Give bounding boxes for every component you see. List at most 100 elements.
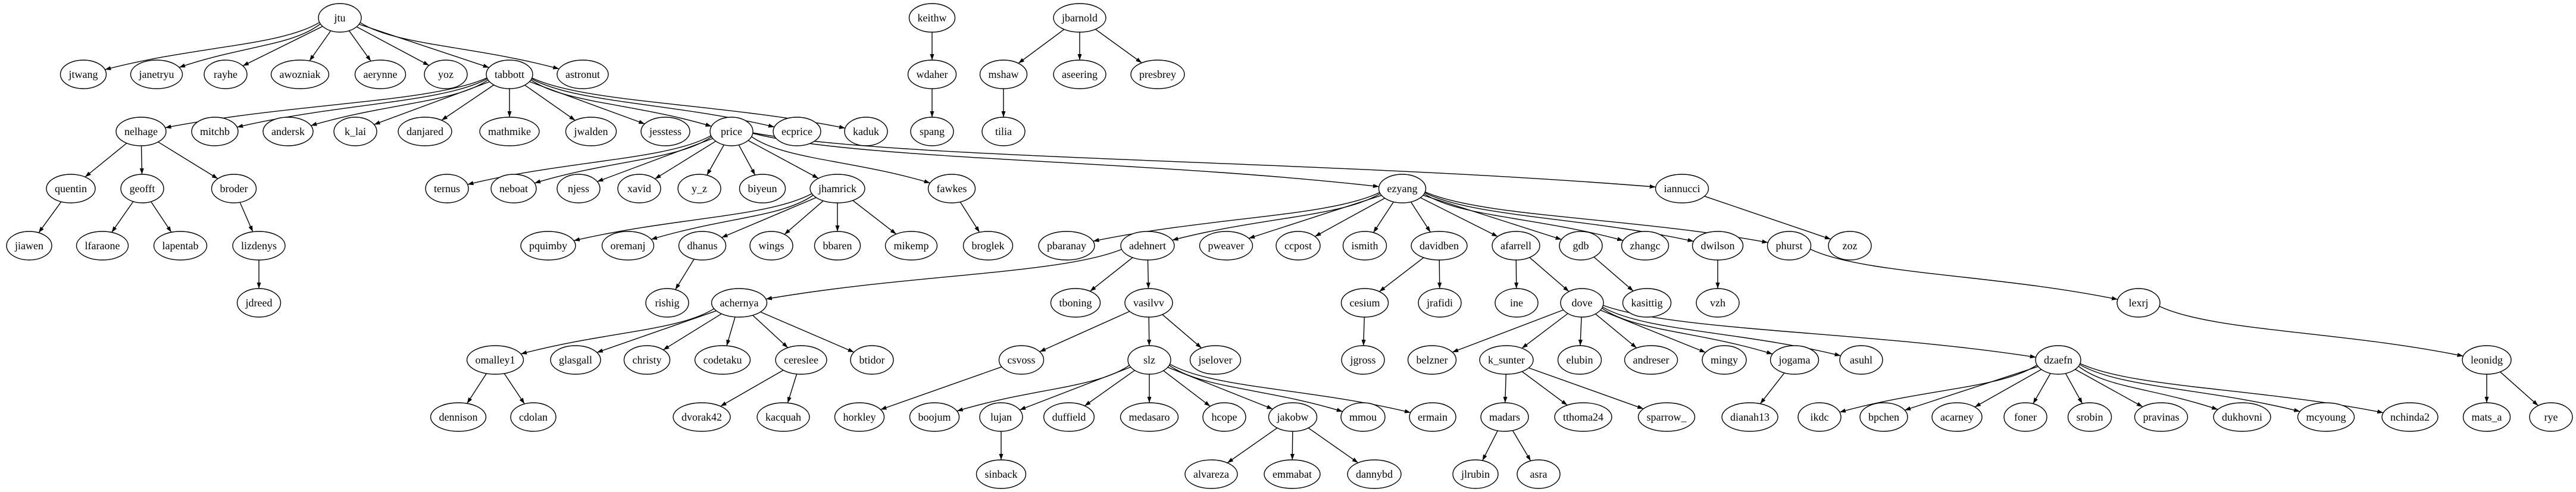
node-label: jlrubin xyxy=(1461,468,1490,480)
node-ellipse xyxy=(1276,231,1321,261)
edge-dove-to-elubin xyxy=(1578,316,1583,346)
edge-jtu-to-tabbott xyxy=(358,24,489,68)
node-kasittig: kasittig xyxy=(1622,288,1672,318)
node-dhanus: dhanus xyxy=(678,231,727,261)
node-ellipse xyxy=(1347,459,1402,489)
node-christy: christy xyxy=(623,345,671,375)
node-dvorak42: dvorak42 xyxy=(673,402,731,432)
node-label: quentin xyxy=(55,183,87,195)
node-astronut: astronut xyxy=(557,59,609,89)
node-madars: madars xyxy=(1480,402,1529,432)
node-broder: broder xyxy=(211,174,257,203)
edge-vasilvv-to-csvoss xyxy=(1039,311,1130,352)
node-label: pweaver xyxy=(1208,240,1245,252)
node-neboat: neboat xyxy=(490,174,537,203)
node-label: ine xyxy=(1510,297,1523,309)
node-label: horkley xyxy=(843,411,876,423)
node-label: k_lai xyxy=(345,126,366,137)
node-label: lexrj xyxy=(2129,297,2149,309)
edge-cereslee-to-kacquah xyxy=(787,374,798,403)
node-ellipse xyxy=(60,59,107,89)
node-mmou: mmou xyxy=(1340,402,1386,432)
node-ellipse xyxy=(1655,174,1709,203)
node-dukhovni: dukhovni xyxy=(2213,402,2271,432)
node-cereslee: cereslee xyxy=(775,345,827,375)
node-label: madars xyxy=(1489,411,1520,423)
node-label: hcope xyxy=(1212,411,1237,423)
node-mikemp: mikemp xyxy=(884,231,938,261)
node-ellipse xyxy=(232,231,286,261)
node-duffield: duffield xyxy=(1043,402,1095,432)
node-kaduk: kaduk xyxy=(844,117,888,146)
node-label: price xyxy=(721,126,742,137)
node-keithw: keithw xyxy=(908,3,956,33)
node-ellipse xyxy=(1839,345,1883,375)
edge-adehnert-to-tboning xyxy=(1090,257,1133,292)
node-k-sunter: k_sunter xyxy=(1479,345,1534,375)
node-broglek: broglek xyxy=(962,231,1014,261)
node-belzner: belzner xyxy=(1407,345,1457,375)
edge-tabbott-to-danjared xyxy=(441,84,495,121)
node-cdolan: cdolan xyxy=(510,402,557,432)
edge-ezyang-to-ismith xyxy=(1373,201,1394,233)
node-ellipse xyxy=(236,288,282,318)
node-ellipse xyxy=(1184,459,1238,489)
node-ellipse xyxy=(976,459,1027,489)
node-label: wings xyxy=(758,240,784,252)
node-ellipse xyxy=(1268,402,1318,432)
node-ellipse xyxy=(1492,231,1540,261)
node-label: dzaefn xyxy=(2044,354,2072,366)
node-andersk: andersk xyxy=(262,117,314,146)
node-nchinda2: nchinda2 xyxy=(2381,402,2439,432)
edge-dove-to-jogama xyxy=(1601,308,1773,355)
edge-slz-to-boojum xyxy=(956,365,1130,412)
node-label: nchinda2 xyxy=(2390,411,2430,423)
edge-slz-to-mmou xyxy=(1169,365,1343,412)
node-label: broder xyxy=(220,183,248,195)
node-label: ezyang xyxy=(1387,183,1418,195)
node-label: pravinas xyxy=(2143,411,2180,423)
node-ellipse xyxy=(1797,402,1842,432)
node-iannucci: iannucci xyxy=(1655,174,1709,203)
node-ellipse xyxy=(909,402,960,432)
node-label: duffield xyxy=(1052,411,1086,423)
node-ellipse xyxy=(2213,402,2271,432)
node-label: mingy xyxy=(1711,354,1738,366)
edge-jtu-to-yoz xyxy=(356,26,430,66)
edge-dzaefn-to-foner xyxy=(2033,373,2051,404)
node-label: belzner xyxy=(1417,354,1448,366)
node-emmabat: emmabat xyxy=(1264,459,1321,489)
node-ellipse xyxy=(333,117,377,146)
node-label: neboat xyxy=(499,183,528,195)
node-label: ternus xyxy=(434,183,460,195)
node-ellipse xyxy=(1560,288,1604,318)
node-ellipse xyxy=(1557,345,1602,375)
edge-afarrell-to-ine xyxy=(1514,259,1519,289)
node-ellipse xyxy=(756,402,810,432)
node-codetaku: codetaku xyxy=(694,345,751,375)
edge-dzaefn-to-ikdc xyxy=(1839,364,2037,413)
node-jdreed: jdreed xyxy=(236,288,282,318)
node-jbarnold: jbarnold xyxy=(1053,3,1106,33)
node-label: dukhovni xyxy=(2222,411,2262,423)
node-fawkes: fawkes xyxy=(927,174,976,203)
node-label: omalley1 xyxy=(476,354,515,366)
node-glasgall: glasgall xyxy=(550,345,601,375)
node-y-z: y_z xyxy=(677,174,721,203)
node-ellipse xyxy=(1479,345,1534,375)
node-afarrell: afarrell xyxy=(1492,231,1540,261)
node-acarney: acarney xyxy=(1931,402,1983,432)
node-ellipse xyxy=(1124,288,1173,318)
node-label: lfaraone xyxy=(85,240,120,252)
node-ellipse xyxy=(2529,402,2573,432)
node-adehnert: adehnert xyxy=(1120,231,1175,261)
edge-jtu-to-aerynne xyxy=(348,30,371,62)
node-label: spang xyxy=(920,126,945,137)
node-aerynne: aerynne xyxy=(354,59,407,89)
node-label: mats_a xyxy=(2472,411,2502,423)
node-ellipse xyxy=(1702,345,1747,375)
node-srobin: srobin xyxy=(2067,402,2112,432)
node-ellipse xyxy=(1624,345,1678,375)
node-label: mitchb xyxy=(200,126,230,137)
